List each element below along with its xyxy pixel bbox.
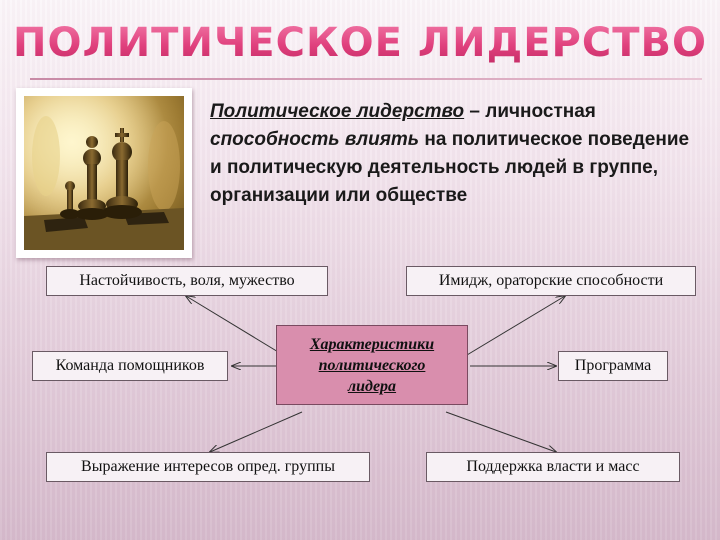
trait-support-label: Поддержка власти и масс (466, 458, 640, 475)
definition-text: Политическое лидерство – личностная спос… (210, 98, 690, 210)
trait-group-interests-label: Выражение интересов опред. группы (81, 458, 335, 475)
definition-term: Политическое лидерство (210, 101, 465, 122)
arrow-to-image (451, 296, 565, 365)
trait-program-box: Программа (558, 351, 668, 381)
title-divider (30, 78, 702, 80)
trait-persistence-label: Настойчивость, воля, мужество (79, 272, 295, 289)
leader-characteristics-center-box: Характеристики политического лидера (276, 325, 468, 405)
trait-group-interests-box: Выражение интересов опред. группы (46, 452, 370, 482)
slide-title: ПОЛИТИЧЕСКОЕ ЛИДЕРСТВО (0, 20, 720, 66)
definition-rest: на политическое поведение и политическую… (210, 129, 690, 206)
trait-program-label: Программа (574, 357, 652, 374)
arrow-to-group-interests (210, 411, 303, 452)
trait-persistence-box: Настойчивость, воля, мужество (46, 266, 328, 296)
trait-image-box: Имидж, ораторские способности (406, 266, 696, 296)
arrow-to-support (445, 411, 556, 452)
definition-dash: – личностная (464, 101, 596, 122)
chess-photo-frame (16, 88, 192, 258)
chess-photo (24, 96, 184, 250)
trait-team-box: Команда помощников (32, 351, 228, 381)
trait-image-label: Имидж, ораторские способности (438, 272, 664, 289)
trait-team-label: Команда помощников (55, 357, 205, 374)
chess-pieces-illustration (24, 96, 184, 250)
definition-emphasis: способность влиять (210, 129, 420, 150)
trait-support-box: Поддержка власти и масс (426, 452, 680, 482)
